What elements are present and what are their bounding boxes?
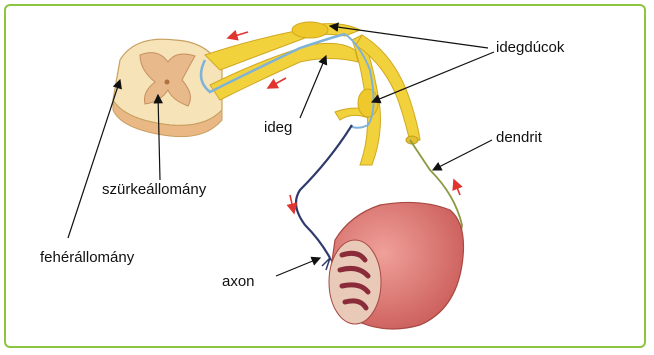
leader-white-matter xyxy=(68,80,120,238)
flow-arrow-axon xyxy=(290,195,294,213)
leader-axon xyxy=(276,258,320,276)
label-white-matter: fehérállomány xyxy=(40,249,135,266)
central-canal xyxy=(165,80,170,85)
label-nerve: ideg xyxy=(264,119,292,136)
flow-arrow-nerve xyxy=(268,78,286,88)
flow-arrow-motor-out xyxy=(228,32,248,38)
sympathetic-ganglion xyxy=(358,89,378,117)
leader-nerve xyxy=(300,56,326,118)
label-ganglia: idegdúcok xyxy=(496,39,565,56)
spinal-ganglion xyxy=(292,22,328,38)
label-grey-matter: szürkeállomány xyxy=(102,181,207,198)
leader-dendrite xyxy=(433,140,492,170)
label-dendrite: dendrit xyxy=(496,129,543,146)
label-axon: axon xyxy=(222,273,255,290)
flow-arrow-dendrite xyxy=(454,180,460,195)
muscle xyxy=(329,202,464,329)
